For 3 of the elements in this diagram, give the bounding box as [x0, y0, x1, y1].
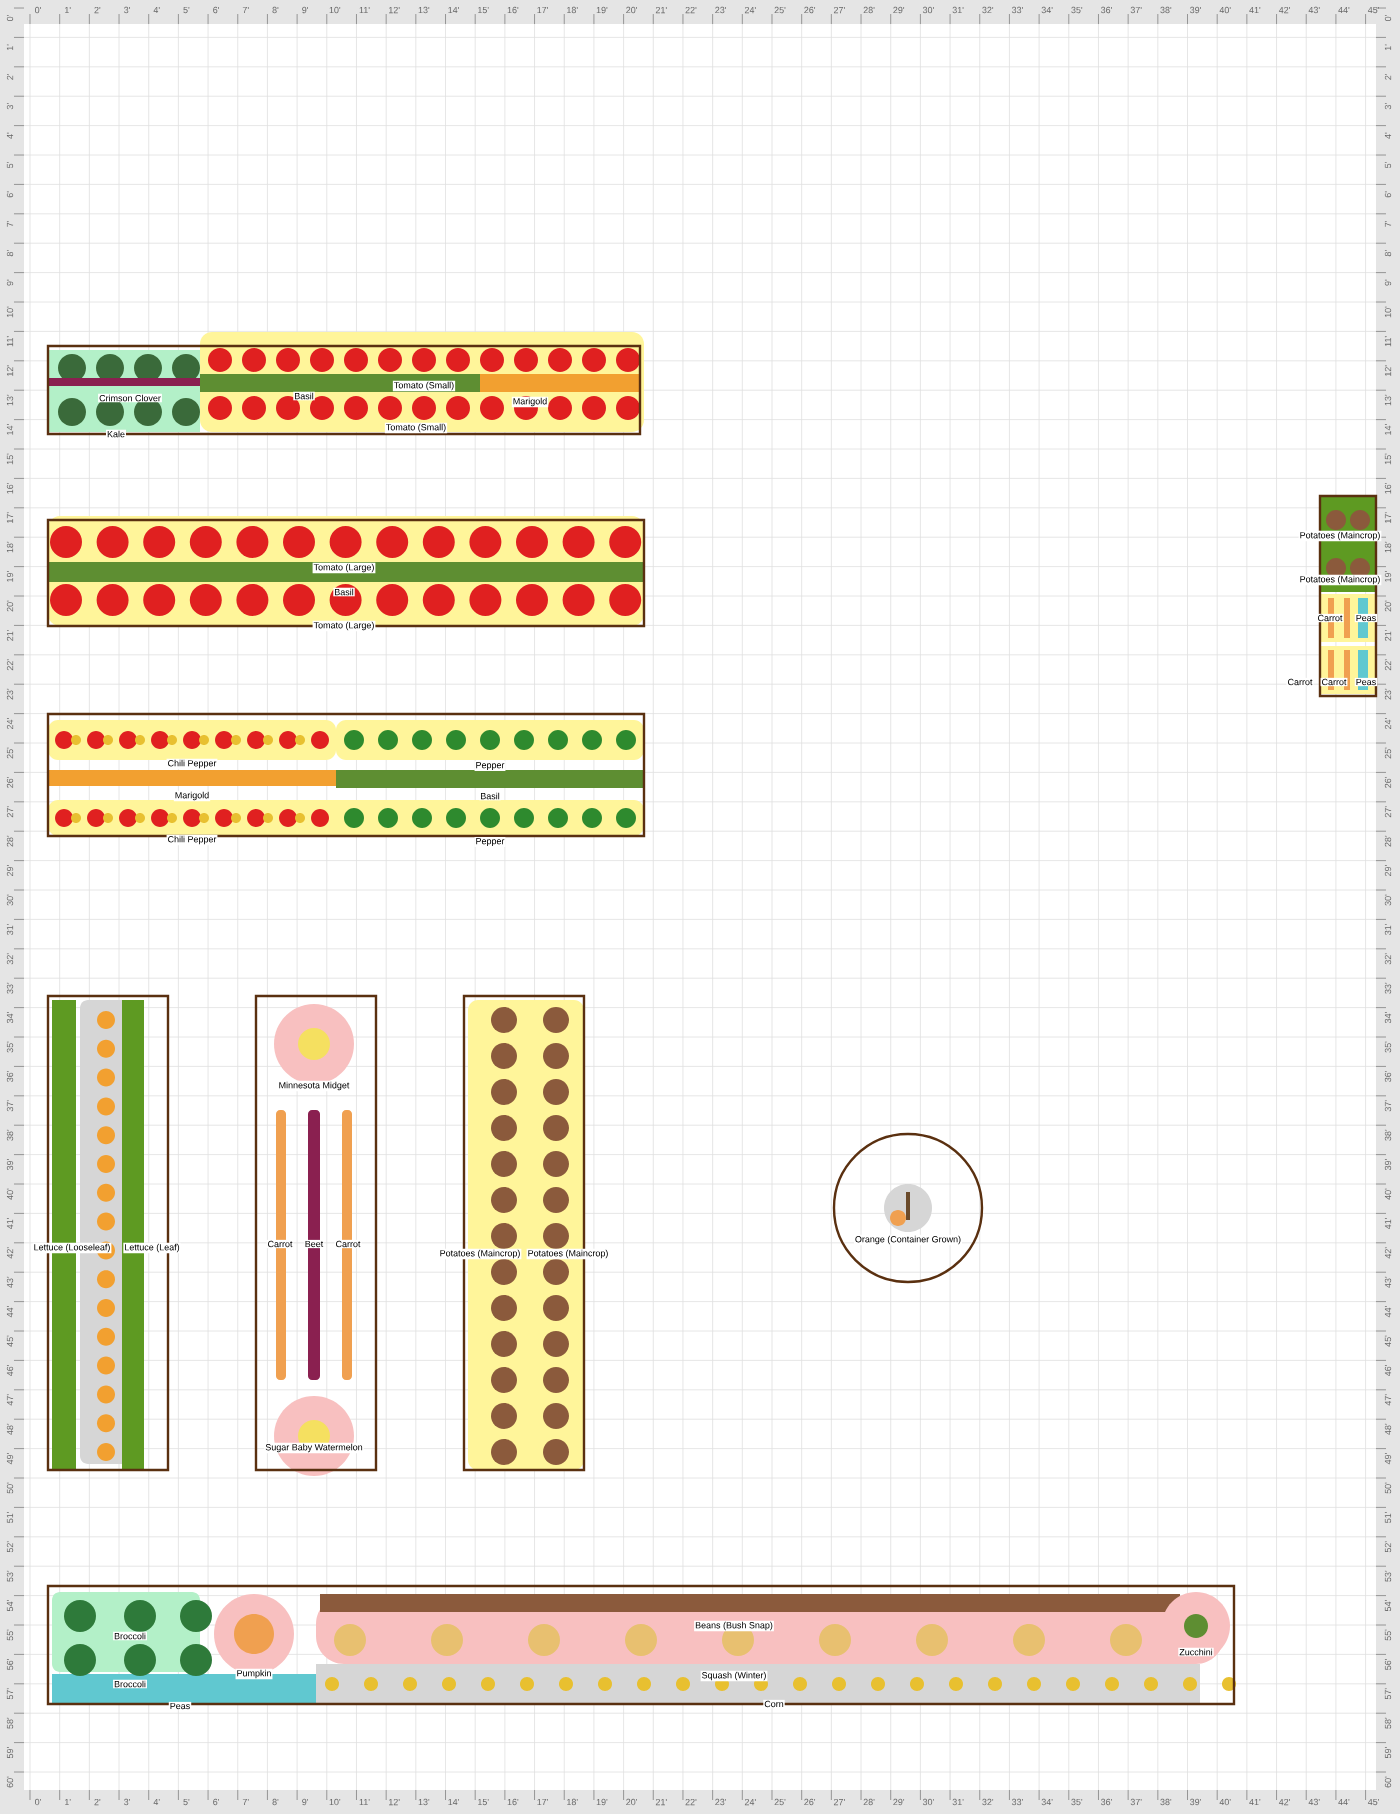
garden-bed [46, 344, 642, 436]
garden-bed [254, 994, 378, 1472]
container-bed [832, 1132, 984, 1284]
